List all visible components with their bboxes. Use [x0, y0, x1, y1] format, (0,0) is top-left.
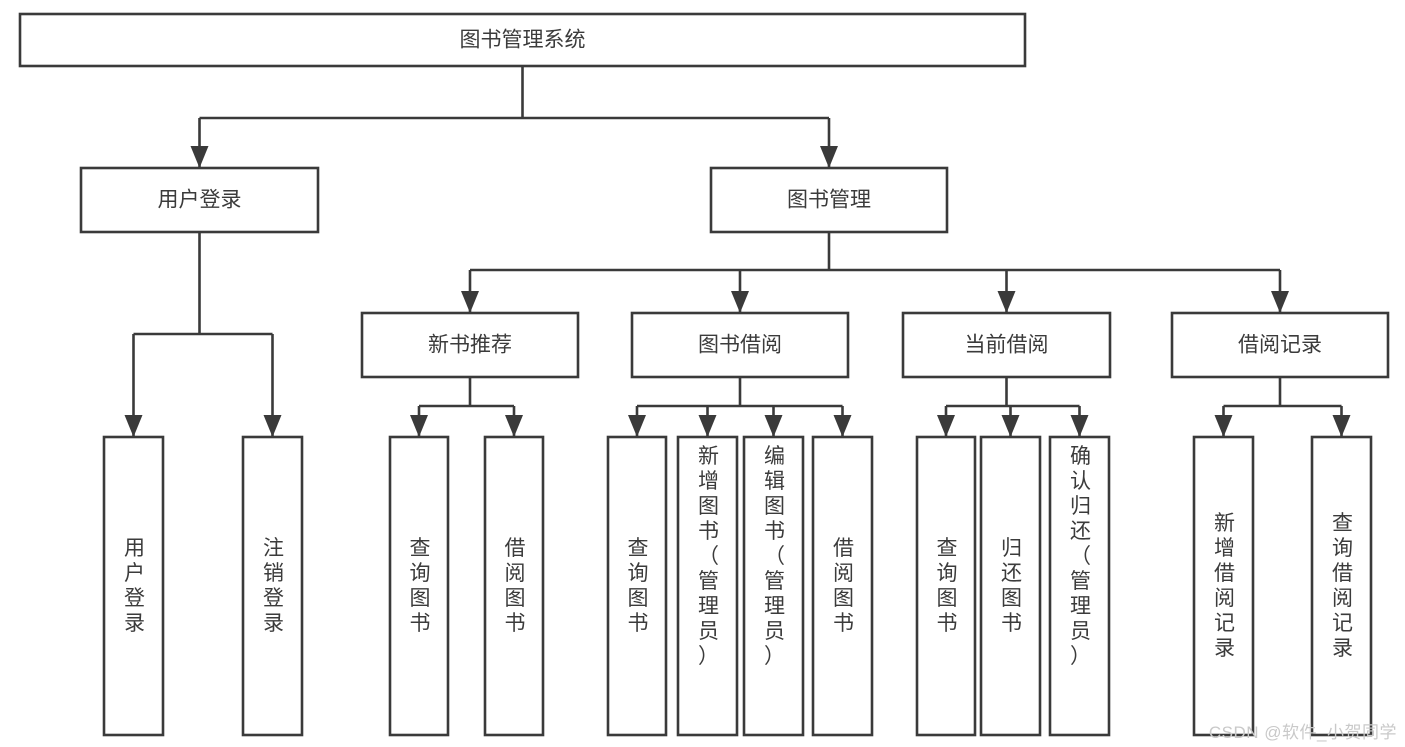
arrow-head-icon [1332, 415, 1351, 437]
node-box-l3_11 [1192, 435, 1255, 737]
node-label-l2_1: 图书借阅 [698, 334, 782, 357]
node-label-l3_10: 确认归还（管理员） [1070, 445, 1091, 668]
node-label-l3_8: 查询图书 [937, 537, 958, 635]
node-label-l3_12: 查询借阅记录 [1332, 512, 1353, 660]
node-l3_1[interactable]: 注销登录 [241, 435, 304, 737]
node-box-l3_1 [241, 435, 304, 737]
node-box-l3_12 [1310, 435, 1373, 737]
node-label-l2_0: 新书推荐 [428, 334, 512, 357]
arrow-head-icon [1070, 415, 1089, 437]
node-l2_2[interactable]: 当前借阅 [901, 311, 1112, 379]
node-l3_4[interactable]: 查询图书 [606, 435, 668, 737]
arrow-head-icon [124, 415, 143, 437]
arrow-head-icon [190, 146, 209, 168]
node-label-l3_3: 借阅图书 [505, 537, 526, 635]
arrow-head-icon [764, 415, 783, 437]
arrow-head-icon [731, 291, 749, 313]
node-l2_0[interactable]: 新书推荐 [360, 311, 580, 379]
node-box-l3_8 [915, 435, 977, 737]
node-l3_6[interactable]: 编辑图书（管理员） [742, 435, 805, 737]
arrow-head-icon [820, 146, 838, 168]
node-l3_12[interactable]: 查询借阅记录 [1310, 435, 1373, 737]
arrow-head-icon [505, 415, 523, 437]
node-box-l3_4 [606, 435, 668, 737]
node-label-l1_0: 用户登录 [158, 189, 242, 212]
node-box-l3_3 [483, 435, 545, 737]
arrow-head-icon [997, 291, 1016, 313]
node-layer: 图书管理系统用户登录图书管理新书推荐图书借阅当前借阅借阅记录用户登录注销登录查询… [18, 12, 1390, 737]
arrow-head-icon [1214, 415, 1233, 437]
node-l3_11[interactable]: 新增借阅记录 [1192, 435, 1255, 737]
node-label-l3_11: 新增借阅记录 [1214, 512, 1235, 660]
node-label-l3_7: 借阅图书 [833, 537, 854, 635]
node-box-l3_9 [979, 435, 1042, 737]
node-box-l1_1 [709, 166, 949, 234]
arrow-head-icon [833, 415, 852, 437]
arrow-head-icon [410, 415, 428, 437]
node-label-l3_9: 归还图书 [1001, 537, 1022, 635]
node-box-l2_1 [630, 311, 850, 379]
node-label-root: 图书管理系统 [460, 29, 586, 52]
node-box-l2_0 [360, 311, 580, 379]
node-l3_0[interactable]: 用户登录 [102, 435, 165, 737]
node-box-root [18, 12, 1027, 68]
node-l2_3[interactable]: 借阅记录 [1170, 311, 1390, 379]
node-label-l3_1: 注销登录 [263, 537, 284, 635]
node-l3_10[interactable]: 确认归还（管理员） [1048, 435, 1111, 737]
node-l3_5[interactable]: 新增图书（管理员） [676, 435, 739, 737]
node-label-l1_1: 图书管理 [787, 189, 871, 212]
arrow-head-icon [698, 415, 717, 437]
node-root[interactable]: 图书管理系统 [18, 12, 1027, 68]
connector-layer [124, 66, 1351, 437]
arrow-head-icon [1001, 415, 1020, 437]
node-label-l3_2: 查询图书 [410, 537, 431, 635]
node-label-l3_6: 编辑图书（管理员） [764, 445, 785, 668]
arrow-head-icon [461, 291, 479, 313]
node-label-l3_4: 查询图书 [628, 537, 649, 635]
node-l2_1[interactable]: 图书借阅 [630, 311, 850, 379]
node-box-l3_6 [742, 435, 805, 737]
node-l1_1[interactable]: 图书管理 [709, 166, 949, 234]
arrow-head-icon [628, 415, 646, 437]
node-l3_3[interactable]: 借阅图书 [483, 435, 545, 737]
node-l3_8[interactable]: 查询图书 [915, 435, 977, 737]
node-box-l3_7 [811, 435, 874, 737]
arrow-head-icon [1271, 291, 1289, 313]
node-box-l2_3 [1170, 311, 1390, 379]
node-l3_9[interactable]: 归还图书 [979, 435, 1042, 737]
node-label-l2_3: 借阅记录 [1238, 334, 1322, 357]
node-label-l3_5: 新增图书（管理员） [698, 445, 719, 668]
arrow-head-icon [937, 415, 955, 437]
arrow-head-icon [263, 415, 282, 437]
node-box-l2_2 [901, 311, 1112, 379]
node-label-l2_2: 当前借阅 [965, 334, 1049, 357]
node-box-l3_5 [676, 435, 739, 737]
node-label-l3_0: 用户登录 [124, 537, 145, 635]
node-box-l3_10 [1048, 435, 1111, 737]
node-l3_7[interactable]: 借阅图书 [811, 435, 874, 737]
node-box-l3_2 [388, 435, 450, 737]
node-box-l3_0 [102, 435, 165, 737]
node-l3_2[interactable]: 查询图书 [388, 435, 450, 737]
node-box-l1_0 [79, 166, 320, 234]
node-l1_0[interactable]: 用户登录 [79, 166, 320, 234]
